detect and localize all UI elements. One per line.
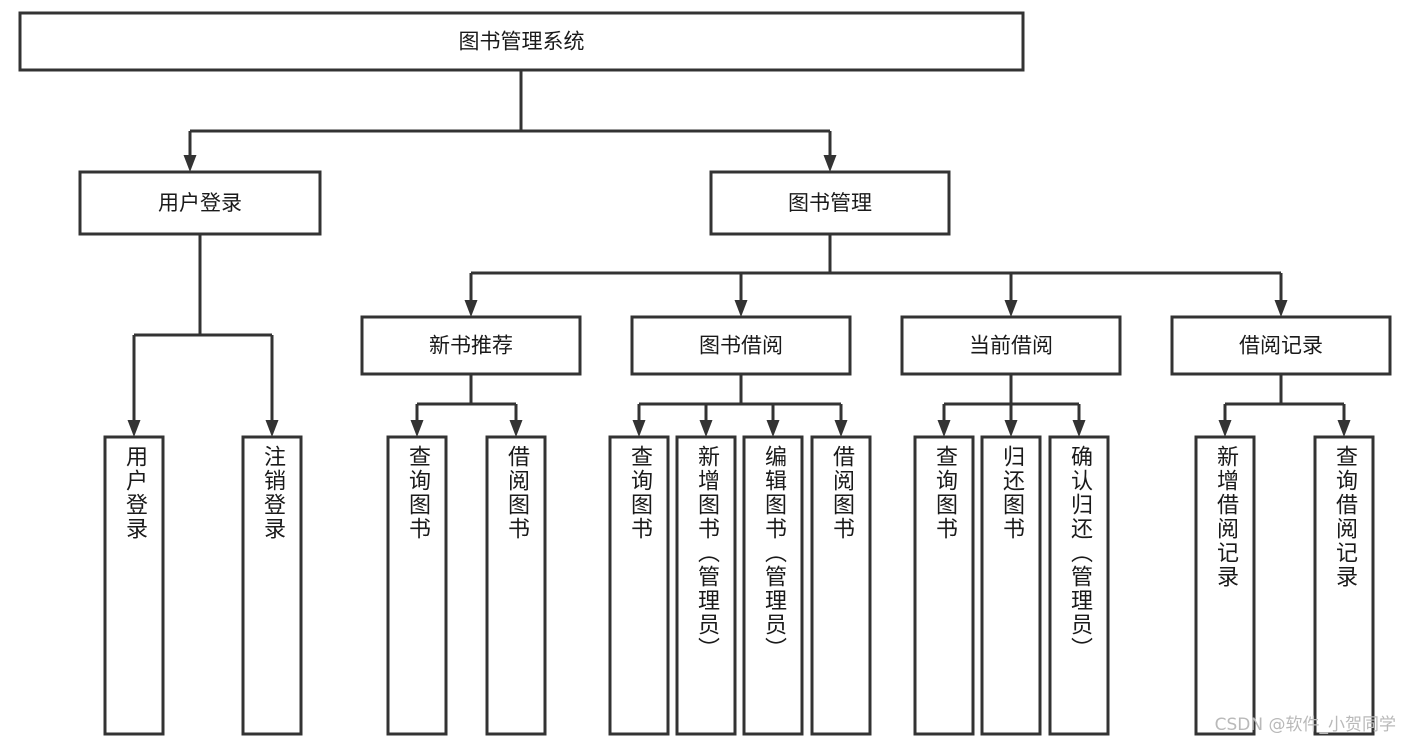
conn-bookmgmt-to-level3 [464,234,1288,317]
connector-arrowhead-1 [265,420,279,437]
connector-arrowhead-0 [183,155,197,172]
node-root[interactable]: 图书管理系统 [18,11,1025,72]
node-leaf-user-login[interactable] [103,435,165,736]
conn-newbook-to-leaves [410,374,523,437]
node-box-leaf-borrow-edit[interactable] [742,435,804,736]
node-newbook[interactable]: 新书推荐 [360,315,582,376]
node-leaf-newbook-borrow[interactable] [485,435,547,736]
connector-arrowhead-3 [1274,300,1288,317]
node-leaf-newbook-query[interactable] [386,435,448,736]
node-box-leaf-current-return[interactable] [980,435,1042,736]
node-borrow[interactable]: 图书借阅 [630,315,852,376]
connector-arrowhead-1 [1004,420,1018,437]
node-box-leaf-user-login[interactable] [103,435,165,736]
connector-arrowhead-1 [1337,420,1351,437]
node-leaf-borrow-add[interactable] [675,435,737,736]
connector-arrowhead-0 [410,420,424,437]
node-leaf-records-add[interactable] [1194,435,1256,736]
node-label-current: 当前借阅 [969,334,1053,358]
node-box-leaf-user-logout[interactable] [241,435,303,736]
node-box-leaf-borrow-add[interactable] [675,435,737,736]
node-box-bookmgmt[interactable] [709,170,951,236]
node-leaf-borrow-lend[interactable] [810,435,872,736]
node-box-borrow[interactable] [630,315,852,376]
node-box-login[interactable] [78,170,322,236]
node-leaf-user-logout[interactable] [241,435,303,736]
node-box-leaf-newbook-borrow[interactable] [485,435,547,736]
connector-arrowhead-0 [464,300,478,317]
connector-arrowhead-1 [823,155,837,172]
node-label-login: 用户登录 [158,191,242,215]
node-label-records: 借阅记录 [1239,334,1323,358]
node-login[interactable]: 用户登录 [78,170,322,236]
conn-root-to-level2 [183,70,837,172]
conn-borrow-to-leaves [632,374,848,437]
node-box-newbook[interactable] [360,315,582,376]
node-leaf-borrow-query[interactable] [608,435,670,736]
node-box-leaf-newbook-query[interactable] [386,435,448,736]
node-leaf-current-query[interactable] [913,435,975,736]
connector-arrowhead-3 [834,420,848,437]
connector-arrowhead-1 [734,300,748,317]
conn-login-to-leaves [127,234,279,437]
connector-layer [127,70,1351,437]
node-leaf-current-return[interactable] [980,435,1042,736]
node-leaf-current-confirm[interactable] [1048,435,1110,736]
conn-records-to-leaves [1218,374,1351,437]
node-label-root: 图书管理系统 [459,30,585,54]
node-box-records[interactable] [1170,315,1392,376]
connector-arrowhead-0 [632,420,646,437]
connector-arrowhead-2 [1004,300,1018,317]
node-box-leaf-records-query[interactable] [1313,435,1375,736]
node-box-leaf-records-add[interactable] [1194,435,1256,736]
node-current[interactable]: 当前借阅 [900,315,1122,376]
connector-arrowhead-1 [699,420,713,437]
node-box-leaf-current-query[interactable] [913,435,975,736]
connector-arrowhead-0 [1218,420,1232,437]
connector-arrowhead-2 [1072,420,1086,437]
conn-current-to-leaves [937,374,1086,437]
connector-arrowhead-0 [937,420,951,437]
connector-arrowhead-0 [127,420,141,437]
node-box-leaf-current-confirm[interactable] [1048,435,1110,736]
node-label-newbook: 新书推荐 [429,334,513,358]
node-box-leaf-borrow-lend[interactable] [810,435,872,736]
node-label-bookmgmt: 图书管理 [788,191,872,215]
node-bookmgmt[interactable]: 图书管理 [709,170,951,236]
watermark-label: CSDN @软件_小贺同学 [1215,715,1396,735]
node-leaf-borrow-edit[interactable] [742,435,804,736]
node-records[interactable]: 借阅记录 [1170,315,1392,376]
connector-arrowhead-2 [766,420,780,437]
connector-arrowhead-1 [509,420,523,437]
node-label-borrow: 图书借阅 [699,334,783,358]
node-box-current[interactable] [900,315,1122,376]
node-leaf-records-query[interactable] [1313,435,1375,736]
node-box-root[interactable] [18,11,1025,72]
node-box-leaf-borrow-query[interactable] [608,435,670,736]
